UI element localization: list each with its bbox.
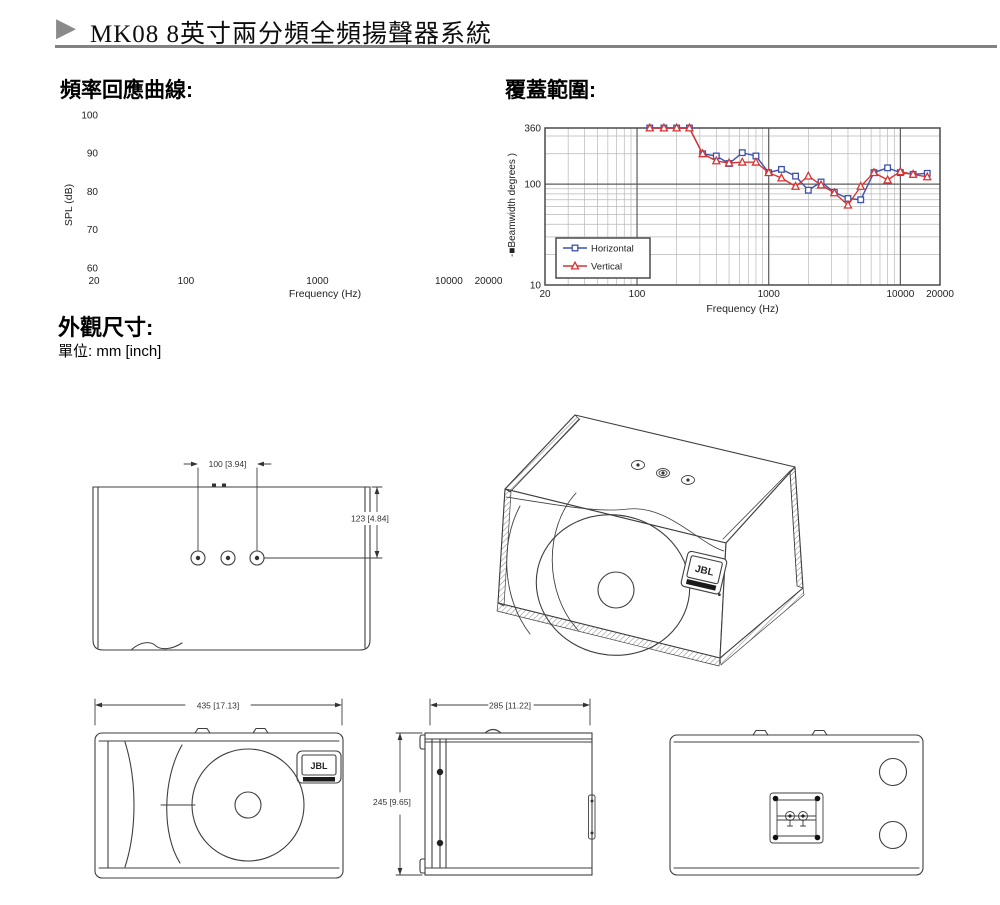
fr-xlabel: Frequency (Hz) (289, 288, 361, 300)
side-view-height-dimension: 245 [9.65] (371, 732, 423, 876)
svg-text:20: 20 (539, 289, 551, 300)
dust-cap-circle (234, 791, 262, 819)
svg-text:1000: 1000 (306, 276, 329, 287)
waveguide-arc (166, 744, 183, 864)
svg-text:1000: 1000 (758, 289, 781, 300)
rear-bracket (588, 794, 596, 840)
top-view-depth-dimension: 123 [4.84] (263, 486, 400, 559)
top-handle-bump (484, 728, 502, 734)
jbl-badge: JBL (680, 550, 728, 597)
side-view-cabinet (419, 728, 596, 876)
front-lip-bottom (419, 858, 426, 874)
cabinet-box (496, 414, 805, 667)
top-view-mount-holes (190, 550, 265, 566)
svg-text:90: 90 (87, 149, 99, 160)
coverage-heading: 覆蓋範圍: (505, 79, 596, 102)
svg-text:10: 10 (530, 281, 542, 292)
page-title: MK08 8英寸兩分頻全頻揚聲器系統 (90, 21, 493, 48)
binding-posts (785, 811, 808, 827)
svg-text:20: 20 (88, 276, 100, 287)
svg-text:100: 100 (178, 276, 195, 287)
side-view-drawing: 285 [11.22] 245 [9.65] (371, 698, 596, 876)
front-jbl-badge-label: JBL (310, 761, 328, 771)
side-view-depth-dim-label: 285 [11.22] (489, 701, 531, 711)
cov-xlabel: Frequency (Hz) (706, 303, 778, 315)
perspective-view-drawing: JBL (496, 414, 805, 667)
back-view-cabinet (669, 729, 924, 876)
woofer-circle (191, 748, 305, 862)
bass-ports (878, 757, 908, 850)
svg-text:100: 100 (81, 111, 98, 122)
top-view-width-dim-label: 100 [3.94] (209, 459, 247, 469)
freq-response-heading: 頻率回應曲線: (60, 79, 193, 102)
jbl-badge-label: JBL (694, 564, 715, 579)
legend-label-vertical: Vertical (591, 262, 622, 273)
fr-axes: 100 90 80 70 60 20 100 1000 10000 20000Frequency … (63, 111, 503, 301)
dimensions-unit-note: 單位: mm [inch] (58, 343, 162, 360)
svg-text:100: 100 (629, 289, 646, 300)
top-view-width-dimension: 100 [3.94] (183, 459, 272, 551)
woofer (506, 492, 691, 656)
side-view-depth-dimension: 285 [11.22] (429, 698, 591, 726)
terminal-panel (769, 792, 824, 844)
cov-ylabel: -■Beamwidth degrees ) (507, 153, 518, 257)
cov-plot-frame (544, 127, 941, 286)
svg-text:20000: 20000 (926, 289, 954, 300)
svg-text:10000: 10000 (435, 276, 463, 287)
svg-text:20000: 20000 (475, 276, 503, 287)
top-view-depth-dim-label: 123 [4.84] (351, 514, 389, 524)
svg-text:80: 80 (87, 187, 99, 198)
svg-text:360: 360 (524, 124, 541, 135)
top-view-cabinet-outline (92, 483, 371, 651)
title-divider (55, 45, 997, 48)
back-view-drawing (669, 729, 924, 876)
front-top-contour (505, 496, 725, 552)
front-view-drawing: 435 [17.13] JBL (94, 698, 344, 879)
front-view-cabinet (94, 727, 344, 879)
front-lip-top (419, 734, 426, 750)
cov-series-vertical (645, 122, 932, 209)
frequency-response-chart: 100 90 80 70 60 20 100 1000 10000 20000Frequency … (63, 111, 503, 301)
grille-arc-left (124, 741, 135, 868)
front-view-width-dimension: 435 [17.13] (94, 698, 343, 726)
title-arrow-icon: ▶ (56, 12, 76, 42)
handle-recess (130, 642, 183, 651)
svg-text:60: 60 (87, 263, 99, 274)
top-mount-holes (631, 460, 695, 485)
svg-text:70: 70 (87, 225, 99, 236)
fr-ylabel: SPL (dB) (63, 184, 75, 226)
front-jbl-badge: JBL (296, 750, 342, 784)
svg-text:10000: 10000 (886, 289, 914, 300)
top-view-drawing: 100 [3.94] 123 [4.84] (92, 459, 400, 651)
side-view-height-dim-label: 245 [9.65] (373, 797, 411, 807)
front-view-width-dim-label: 435 [17.13] (197, 701, 240, 711)
legend-label-horizontal: Horizontal (591, 244, 634, 255)
svg-text:100: 100 (524, 180, 541, 191)
dimensions-heading: 外觀尺寸: (58, 315, 154, 340)
